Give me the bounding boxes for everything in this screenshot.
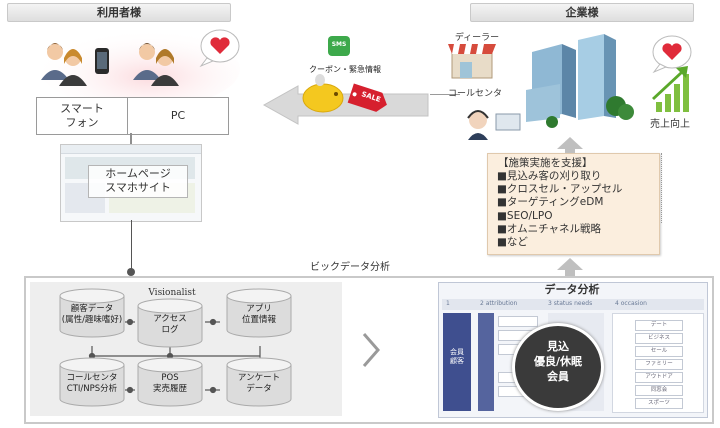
coupon-label: クーポン・緊急情報 — [309, 65, 381, 74]
analysis-column: 4 occasion — [615, 300, 647, 307]
support-item: ■オムニチャネル戦略 — [497, 222, 602, 235]
analysis-column: 3 status needs — [548, 300, 593, 307]
support-item: ■SEO/LPO — [497, 209, 553, 222]
analysis-column: 2 attribution — [480, 300, 518, 307]
occasion-tag: ビジネス — [635, 333, 683, 344]
up-arrow — [557, 137, 583, 155]
survey-cylinder: アンケート データ — [226, 357, 292, 407]
users-illustration — [40, 29, 240, 99]
support-item: ■見込み客の刈り取り — [497, 170, 602, 182]
up-arrow — [557, 258, 583, 276]
chevron-right-icon — [362, 333, 380, 367]
connector-dot — [127, 268, 135, 276]
smartphone-box: スマート フォン — [36, 97, 128, 135]
connector-line — [661, 153, 663, 223]
segment-label: 見込 優良/休眠 会員 — [533, 340, 583, 383]
piggy-bank-icon — [302, 74, 344, 113]
connector-line — [131, 220, 132, 272]
bigdata-label: ビックデータ分析 — [310, 262, 390, 273]
support-list: ■見込み客の刈り取り ■クロスセル・アップセル ■ターゲティングeDM ■SEO… — [497, 170, 622, 249]
sms-label: SMS — [331, 41, 347, 48]
heart-bubble-icon — [652, 35, 692, 74]
users-header: 利用者様 — [7, 3, 231, 22]
analysis-column: 1 — [446, 300, 450, 307]
visionalist-logo: Visionalist — [148, 288, 196, 298]
callcenter-cylinder: コールセンタ CTI/NPS分析 — [59, 357, 125, 407]
member-bar — [443, 313, 471, 411]
sms-icon — [328, 36, 350, 56]
dealer-shop-icon — [448, 44, 496, 79]
occasion-tag: ファミリー — [635, 359, 683, 370]
companies-header: 企業様 — [470, 3, 694, 22]
attribution-bar — [478, 313, 494, 411]
access-log-cylinder: アクセス ログ — [137, 298, 203, 348]
sale-tag-icon — [347, 83, 387, 112]
occasion-tag: アウトドア — [635, 372, 683, 383]
customer-data-cylinder: 顧客データ (属性/趣味嗜好) — [59, 288, 125, 338]
analysis-column-strip — [442, 299, 704, 310]
heart-bubble-icon — [199, 29, 240, 68]
call-center-label: コールセンタ — [448, 89, 503, 99]
analysis-title: データ分析 — [544, 283, 600, 296]
source-connectors — [88, 318, 261, 394]
office-buildings-icon — [526, 34, 634, 128]
pc-box: PC — [127, 97, 229, 135]
occasion-tag: スポーツ — [635, 398, 683, 409]
dealer-label: ディーラー — [454, 33, 500, 43]
sales-up-label: 売上向上 — [650, 119, 690, 130]
connector-line — [130, 133, 132, 144]
coupon-flow — [262, 36, 429, 125]
growth-chart-icon — [652, 66, 689, 112]
app-location-cylinder: アプリ 位置情報 — [226, 288, 292, 338]
pos-cylinder: POS 実売履歴 — [137, 357, 203, 407]
occasion-tag: セール — [635, 346, 683, 357]
support-box: 【施策実施を支援】 ■見込み客の刈り取り ■クロスセル・アップセル ■ターゲティ… — [487, 153, 660, 255]
support-item: ■クロスセル・アップセル — [497, 183, 623, 196]
website-label: ホームページ スマホサイト — [88, 165, 188, 198]
company-illustration — [448, 34, 692, 140]
support-title: 【施策実施を支援】 — [498, 157, 593, 169]
member-label: 会員 顧客 — [450, 348, 464, 365]
segment-circle — [512, 323, 604, 411]
pc-user-couple-icon — [133, 43, 179, 86]
support-item: ■など — [497, 236, 528, 249]
user-couple-icon — [41, 43, 87, 86]
call-center-operator-icon — [467, 110, 521, 140]
occasion-tag: 同窓会 — [635, 385, 683, 396]
connector-line — [430, 94, 460, 95]
occasion-tag: デート — [635, 320, 683, 331]
support-item: ■ターゲティングeDM — [497, 196, 604, 209]
